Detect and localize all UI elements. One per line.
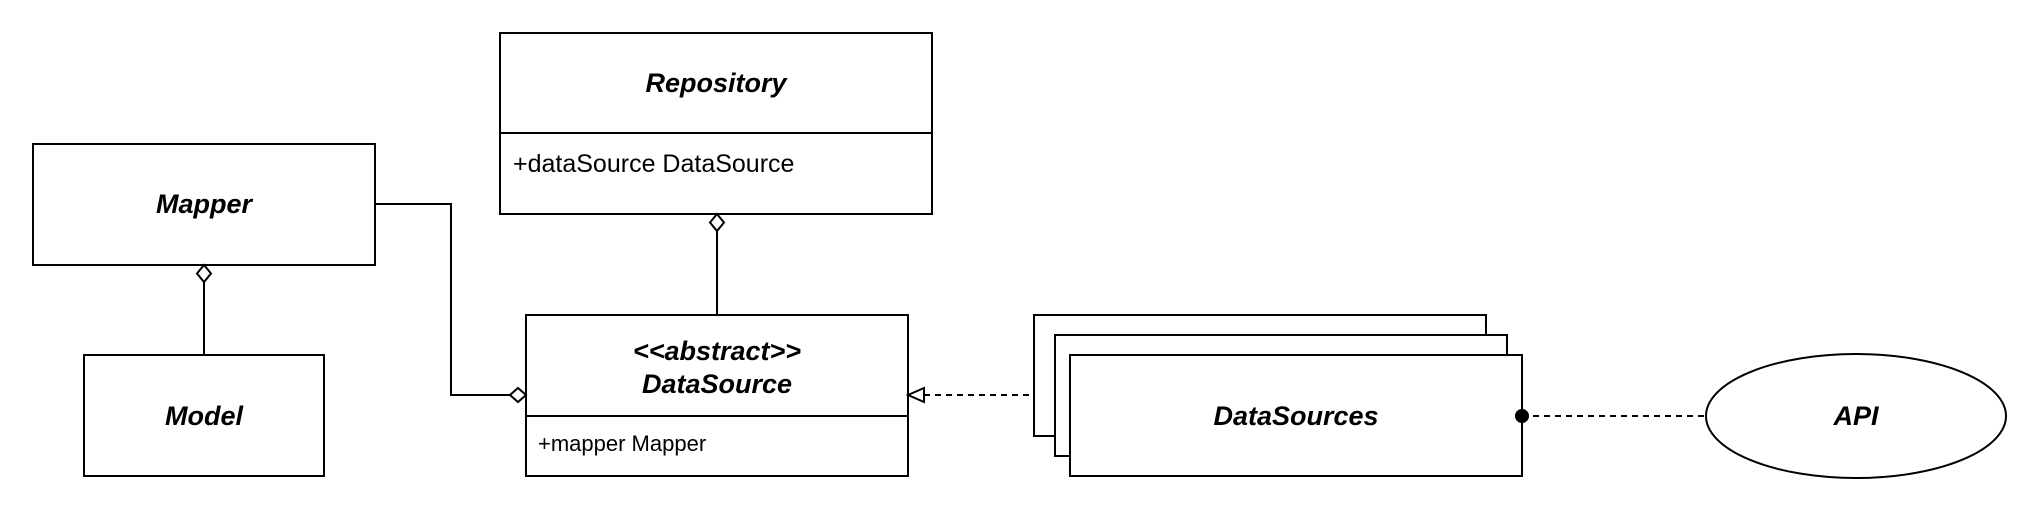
datasource-title: DataSource bbox=[642, 369, 792, 399]
connector-repository-datasource bbox=[708, 212, 726, 315]
model-title: Model bbox=[165, 401, 243, 431]
datasources-front-box bbox=[1069, 354, 1523, 477]
aggregation-diamond-icon bbox=[195, 263, 213, 284]
connector-datasources-datasource bbox=[905, 386, 1034, 404]
mapper-title: Mapper bbox=[156, 189, 254, 219]
api-ellipse bbox=[1705, 353, 2007, 479]
mapper-class[interactable]: Mapper bbox=[32, 143, 376, 266]
repository-attribute: +dataSource DataSource bbox=[513, 150, 794, 178]
api-node[interactable]: API bbox=[1705, 353, 2007, 479]
aggregation-diamond-icon bbox=[708, 212, 726, 233]
model-class[interactable]: Model bbox=[83, 354, 325, 477]
datasource-class[interactable]: <<abstract>> DataSource +mapper Mapper bbox=[525, 314, 909, 477]
aggregation-diamond-icon bbox=[508, 386, 528, 404]
api-title: API bbox=[1832, 401, 1879, 431]
datasource-stereotype: <<abstract>> bbox=[633, 336, 801, 366]
repository-box bbox=[499, 32, 933, 215]
repository-class[interactable]: Repository +dataSource DataSource bbox=[499, 32, 933, 215]
datasource-attribute: +mapper Mapper bbox=[538, 431, 706, 456]
datasources-stack[interactable]: DataSources bbox=[1033, 314, 1523, 477]
connector-mapper-datasource bbox=[375, 203, 528, 404]
connector-mapper-model bbox=[195, 263, 213, 355]
repository-title: Repository bbox=[645, 68, 788, 98]
connector-dot-icon bbox=[1515, 409, 1529, 423]
connector-datasources-api bbox=[1515, 409, 1706, 423]
realization-arrow-icon bbox=[905, 386, 925, 404]
connector-mapper-datasource-line bbox=[375, 203, 510, 396]
datasources-title: DataSources bbox=[1213, 401, 1378, 431]
model-box bbox=[83, 354, 325, 477]
